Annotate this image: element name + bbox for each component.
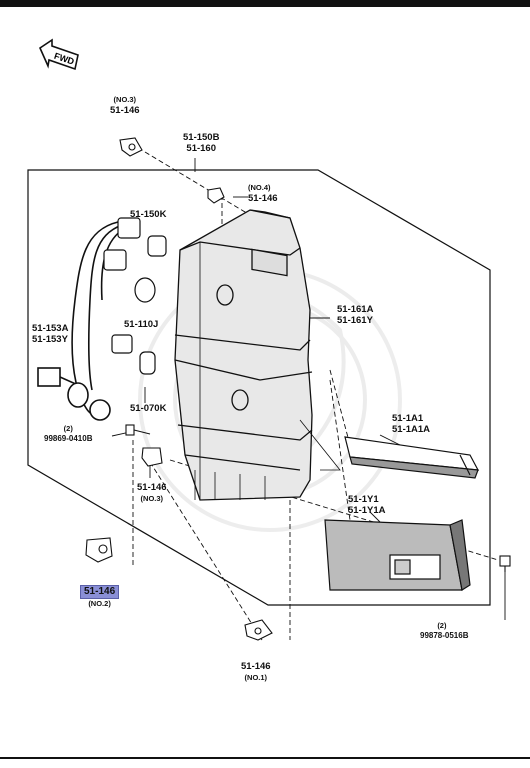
- label-p146-no1: 51-146 (NO.1): [241, 661, 271, 683]
- label-p146-no3-bottom: 51-146 (NO.3): [137, 482, 167, 504]
- code: 51-1A1: [392, 413, 424, 424]
- bulbs: [134, 235, 167, 375]
- clip-no3-bottom-icon: [141, 447, 163, 467]
- note: (NO.3): [140, 494, 164, 503]
- code: 99878-0516B: [420, 631, 469, 640]
- qty: (2): [63, 424, 73, 433]
- note: (NO.4): [248, 183, 271, 192]
- code: 51-146: [241, 661, 271, 672]
- screw-left-icon: [125, 424, 151, 436]
- code: 51-070K: [130, 403, 167, 414]
- clip-no3-top-icon: [119, 137, 143, 157]
- code: 51-150B: [183, 132, 220, 143]
- code: 51-1Y1A: [348, 505, 386, 516]
- label-screw-left: (2) 99869-0410B: [44, 424, 92, 444]
- label-p153: 51-153A 51-153Y: [32, 323, 68, 345]
- label-p070k: 51-070K: [130, 403, 166, 414]
- label-screw-right: (2) 99878-0516B: [420, 621, 468, 641]
- bottom-border-line: [0, 757, 530, 759]
- label-p110j: 51-110J: [124, 319, 158, 330]
- code: 51-161A: [337, 304, 374, 315]
- lamp-housing: [174, 209, 341, 501]
- label-p146-no4: (NO.4) 51-146: [248, 182, 278, 204]
- label-p150: 51-150B 51-160: [183, 132, 219, 154]
- note: (NO.1): [244, 673, 268, 682]
- label-p1y1: 51-1Y1 51-1Y1A: [348, 494, 386, 516]
- label-p1a1: 51-1A1 51-1A1A: [392, 413, 430, 435]
- highlighted-code: 51-146: [80, 585, 120, 599]
- screw-right-icon: [499, 555, 511, 572]
- code: 51-1A1A: [392, 424, 431, 435]
- wiring-harness: [37, 221, 126, 421]
- assembly-boundary: [27, 169, 491, 606]
- note: (NO.2): [88, 599, 111, 608]
- clip-no4-icon: [207, 187, 225, 204]
- code: 51-110J: [124, 319, 159, 330]
- label-p146-no2-highlighted: 51-146 (NO.2): [80, 585, 120, 608]
- code: 51-1Y1: [348, 494, 379, 505]
- code: 51-153Y: [32, 334, 68, 345]
- qty: (2): [437, 621, 447, 630]
- lens-cover: [324, 519, 471, 591]
- fwd-arrow-icon: FWD: [38, 38, 79, 71]
- code: 51-150K: [130, 209, 167, 220]
- top-border-bar: [0, 0, 530, 7]
- bulb-sockets: [103, 217, 141, 354]
- clip-no2-icon: [85, 537, 113, 563]
- label-p146-no3-top: (NO.3) 51-146: [110, 94, 140, 116]
- code: 99869-0410B: [44, 434, 93, 443]
- code: 51-160: [186, 143, 217, 154]
- code: 51-146: [110, 105, 140, 116]
- code: 51-146: [248, 193, 278, 204]
- code: 51-153A: [32, 323, 69, 334]
- code: 51-146: [137, 482, 167, 493]
- label-p150k: 51-150K: [130, 209, 166, 220]
- reflector-strip: [344, 436, 480, 479]
- label-p161: 51-161A 51-161Y: [337, 304, 373, 326]
- note: (NO.3): [113, 95, 137, 104]
- harness-connector: [37, 367, 61, 387]
- clip-no1-icon: [244, 619, 273, 641]
- code: 51-161Y: [337, 315, 373, 326]
